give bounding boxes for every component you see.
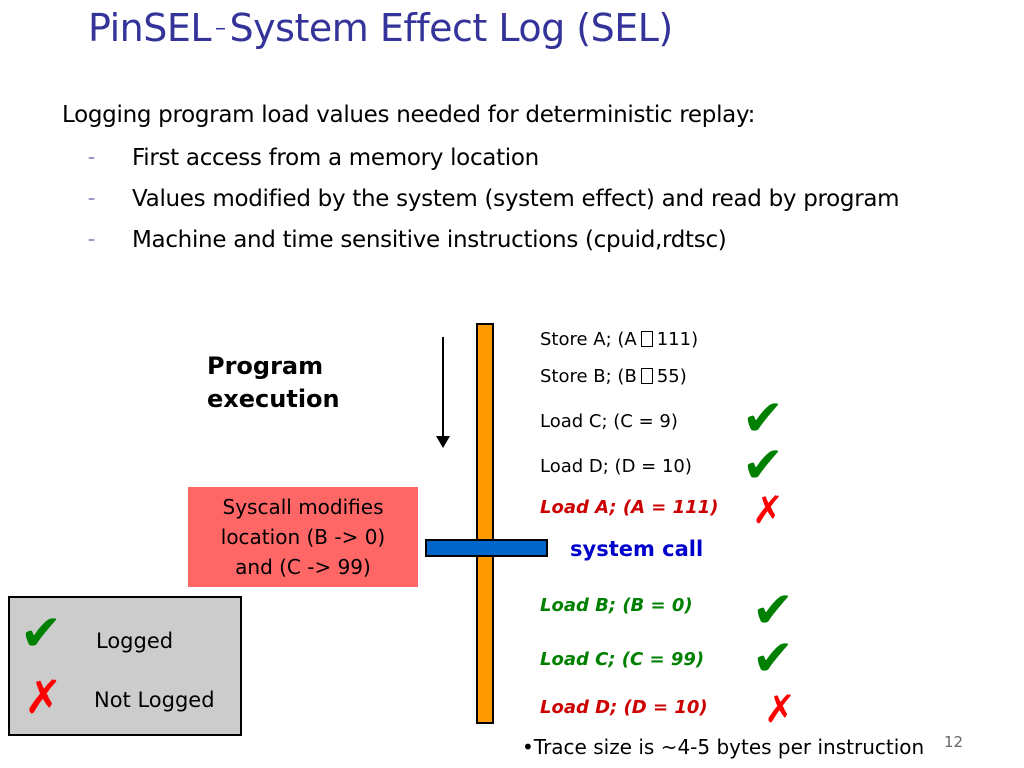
cross-icon: ✗ <box>764 687 796 731</box>
timeline-bar <box>476 323 494 724</box>
bullet-item: – First access from a memory location <box>88 142 908 175</box>
bullet-marker: – <box>88 232 95 248</box>
legend-not-logged-label: Not Logged <box>94 688 215 712</box>
check-icon: ✔ <box>742 436 784 494</box>
check-icon: ✔ <box>752 629 794 687</box>
missing-glyph-icon <box>640 368 653 384</box>
syscall-note-line1: Syscall modifies <box>222 495 384 519</box>
check-icon: ✔ <box>742 389 784 447</box>
check-icon: ✔ <box>752 581 794 639</box>
legend-box: ✔ Logged ✗ Not Logged <box>8 596 242 736</box>
bullet-item: – Machine and time sensitive instruction… <box>88 224 908 257</box>
event-store-a-post: 111) <box>656 329 699 350</box>
execution-arrow-line <box>442 337 444 439</box>
program-execution-line1: Program <box>207 352 324 380</box>
syscall-note-line2: location (B -> 0) <box>220 525 386 549</box>
bullet-marker: – <box>88 191 95 207</box>
slide-title: PinSEL–System Effect Log (SEL) <box>88 6 673 50</box>
title-part1: PinSEL <box>88 6 212 50</box>
title-part2: System Effect Log (SEL) <box>229 6 674 50</box>
bullet-item: – Values modified by the system (system … <box>88 183 908 216</box>
event-store-b: Store B; (B 55) <box>540 366 687 387</box>
event-store-a-pre: Store A; (A <box>540 329 637 350</box>
event-store-b-pre: Store B; (B <box>540 366 637 387</box>
bullet-text: Values modified by the system (system ef… <box>132 186 900 212</box>
cross-icon: ✗ <box>752 488 784 532</box>
legend-logged-label: Logged <box>96 629 174 653</box>
event-store-b-post: 55) <box>656 366 687 387</box>
check-icon: ✔ <box>20 604 62 662</box>
bullet-text: Machine and time sensitive instructions … <box>132 227 727 253</box>
event-load-c: Load C; (C = 9) <box>540 411 678 432</box>
intro-text: Logging program load values needed for d… <box>62 102 756 128</box>
syscall-note-box: Syscall modifies location (B -> 0) and (… <box>188 487 418 587</box>
missing-glyph-icon <box>640 331 653 347</box>
event-load-d: Load D; (D = 10) <box>540 456 692 477</box>
event-load-a: Load A; (A = 111) <box>540 497 719 518</box>
event-load-b-after: Load B; (B = 0) <box>540 595 693 616</box>
title-dash: – <box>215 16 226 41</box>
event-load-c-after: Load C; (C = 99) <box>540 649 705 670</box>
syscall-note-line3: and (C -> 99) <box>235 555 371 579</box>
trace-size-note: •Trace size is ~4-5 bytes per instructio… <box>522 735 925 759</box>
program-execution-line2: execution <box>207 385 340 413</box>
bullet-list: – First access from a memory location – … <box>88 142 908 265</box>
page-number: 12 <box>944 733 964 751</box>
system-call-label: system call <box>570 537 704 561</box>
event-load-d-after: Load D; (D = 10) <box>540 697 708 718</box>
bullet-text: First access from a memory location <box>132 145 539 171</box>
cross-icon: ✗ <box>24 670 63 724</box>
bullet-marker: – <box>88 150 95 166</box>
program-execution-label: Program execution <box>207 350 407 416</box>
syscall-bar <box>425 539 548 557</box>
event-store-a: Store A; (A 111) <box>540 329 698 350</box>
down-arrow-icon <box>436 436 450 448</box>
